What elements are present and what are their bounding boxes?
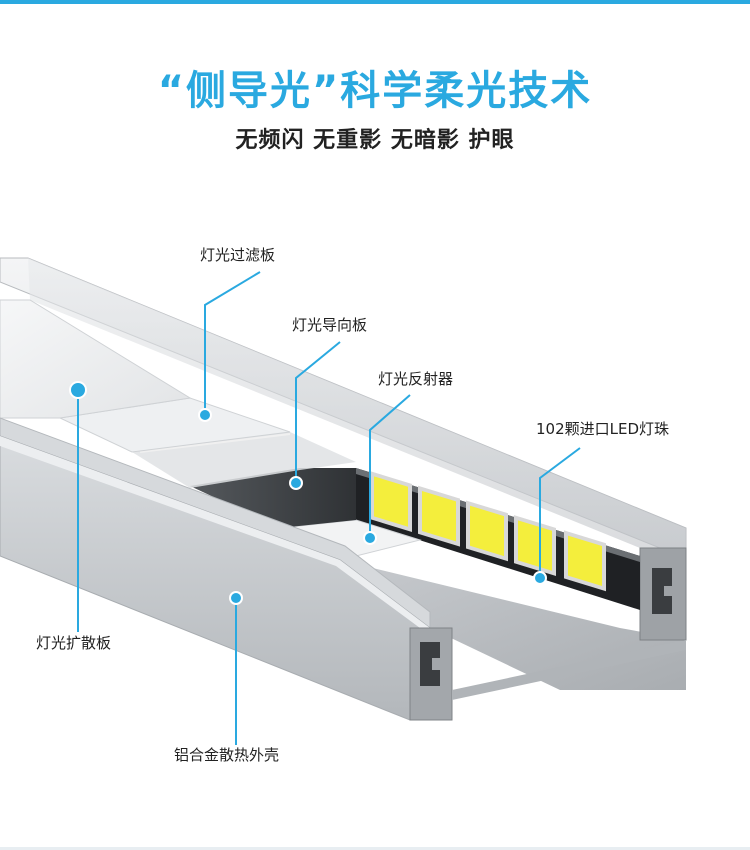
profile-front-top-face [0,436,430,628]
led-bead [514,515,556,576]
label-filter-board: 灯光过滤板 [200,246,276,264]
end-cap-slot [652,568,672,614]
callout-dot-reflector [363,531,377,545]
page-title: “侧导光”科学柔光技术 [157,68,593,114]
callout-dot-diffuser [69,381,87,399]
callout-line-guide [295,341,341,483]
callout-line-reflector [369,394,411,538]
label-diffuser-board: 灯光扩散板 [36,634,112,652]
callout-lines [77,271,581,745]
callout-line-filter [204,271,261,415]
page-subtitle: 无频闪 无重影 无暗影 护眼 [235,128,515,153]
label-led-beads: 102颗进口LED灯珠 [536,420,670,438]
label-reflector: 灯光反射器 [378,370,454,388]
led-beads-group [370,471,606,592]
callout-dots [69,381,547,605]
label-aluminum-shell: 铝合金散热外壳 [174,746,280,764]
led-bead [466,500,508,562]
profile-back-wall [28,258,686,548]
profile-bottom-edge [452,640,686,700]
front-end-slot [420,642,440,686]
led-bead [564,530,606,592]
diffuser-board [0,299,192,419]
top-accent-line [0,0,750,4]
led-bead [370,471,412,532]
bottom-line [0,847,750,850]
led-bead [418,485,460,547]
guide-edge-highlight [139,433,291,453]
callout-dot-shell [229,591,243,605]
light-guide-plate [190,468,356,528]
profile-inner-floor [340,560,686,690]
callout-dot-filter [198,408,212,422]
callout-dot-led [533,571,547,585]
label-guide-board: 灯光导向板 [292,316,368,334]
callout-line-led [539,447,581,578]
callout-dot-guide [289,476,303,490]
